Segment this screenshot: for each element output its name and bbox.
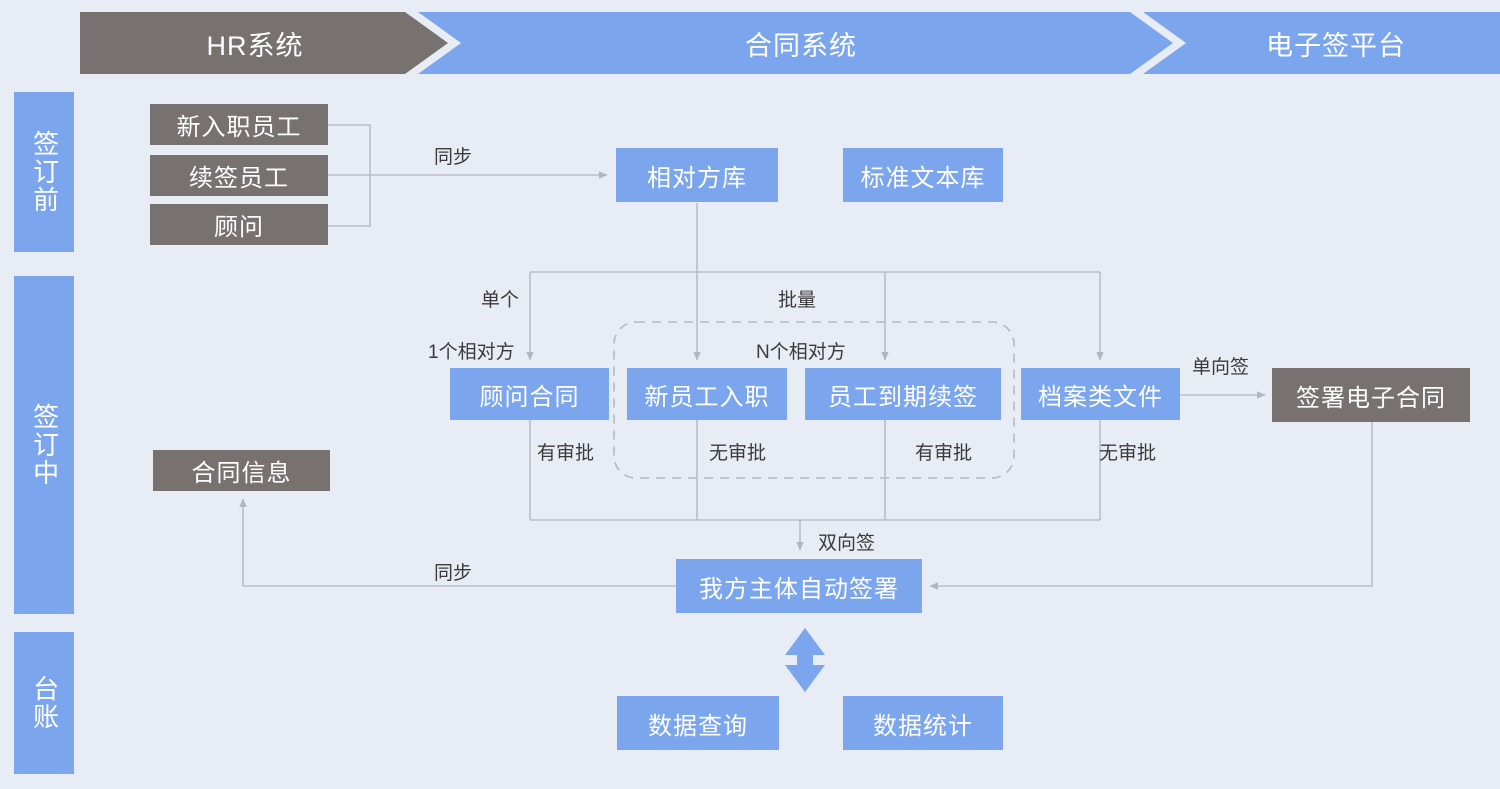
node-counterparty-library[interactable]: 相对方库: [616, 148, 778, 202]
node-data-query-label: 数据查询: [648, 712, 748, 740]
edge-label-approval-onboard: 无审批: [709, 443, 767, 464]
edge-label-one-way-sign: 单向签: [1192, 357, 1250, 378]
node-employee-renewal-label: 员工到期续签: [828, 383, 978, 411]
node-employee-renewal[interactable]: 员工到期续签: [805, 368, 1001, 420]
node-data-statistics[interactable]: 数据统计: [843, 696, 1003, 750]
node-renew-employee-label: 续签员工: [189, 165, 289, 192]
node-counterparty-library-label: 相对方库: [647, 164, 747, 192]
node-consultant-contract[interactable]: 顾问合同: [450, 368, 609, 420]
node-standard-text-library[interactable]: 标准文本库: [843, 148, 1003, 202]
node-sign-e-contract[interactable]: 签署电子合同: [1272, 368, 1470, 422]
banner-hr-system-label: HR系统: [206, 30, 304, 61]
edge-label-n-counterparty: N个相对方: [756, 342, 846, 363]
node-new-employee-onboard-label: 新员工入职: [644, 383, 770, 411]
node-archive-documents-label: 档案类文件: [1038, 383, 1163, 411]
node-standard-text-library-label: 标准文本库: [860, 164, 986, 192]
node-consultant[interactable]: 顾问: [150, 204, 328, 245]
banner-esign-platform[interactable]: 电子签平台: [1186, 12, 1486, 74]
phase-before-signing[interactable]: 签订前: [14, 92, 74, 252]
node-our-party-auto-sign-label: 我方主体自动签署: [699, 575, 899, 603]
node-renew-employee[interactable]: 续签员工: [150, 155, 328, 196]
node-archive-documents[interactable]: 档案类文件: [1021, 368, 1180, 420]
edge-label-approval-consultant: 有审批: [537, 443, 595, 464]
banner-contract-system-label: 合同系统: [745, 30, 857, 61]
edge-label-single: 单个: [481, 290, 520, 311]
double-arrow-icon: [785, 628, 825, 692]
node-contract-info[interactable]: 合同信息: [153, 450, 330, 491]
node-new-employee[interactable]: 新入职员工: [150, 104, 328, 145]
edge-label-two-way-sign: 双向签: [818, 533, 876, 554]
node-data-query[interactable]: 数据查询: [617, 696, 779, 750]
node-data-statistics-label: 数据统计: [873, 712, 973, 740]
node-sign-e-contract-label: 签署电子合同: [1296, 384, 1446, 412]
node-our-party-auto-sign[interactable]: 我方主体自动签署: [676, 559, 922, 613]
node-consultant-label: 顾问: [214, 214, 264, 241]
edge-label-approval-renewal: 有审批: [915, 443, 973, 464]
phase-during-signing-label: 签订中: [29, 403, 60, 487]
banner-contract-system[interactable]: 合同系统: [461, 12, 1141, 74]
edge-label-approval-archive: 无审批: [1099, 443, 1157, 464]
phase-ledger[interactable]: 台账: [14, 632, 74, 774]
edge-label-sync-bottom: 同步: [434, 563, 473, 584]
phase-before-signing-label: 签订前: [29, 130, 60, 214]
node-new-employee-label: 新入职员工: [176, 114, 302, 141]
edge-label-sync-top: 同步: [434, 147, 473, 168]
phase-ledger-label: 台账: [29, 675, 60, 731]
node-new-employee-onboard[interactable]: 新员工入职: [627, 368, 787, 420]
banner-hr-system[interactable]: HR系统: [80, 12, 430, 74]
phase-during-signing[interactable]: 签订中: [14, 276, 74, 614]
node-consultant-contract-label: 顾问合同: [479, 383, 580, 411]
edge-label-batch: 批量: [778, 290, 817, 311]
node-contract-info-label: 合同信息: [191, 460, 292, 487]
edge-label-one-counterparty: 1个相对方: [428, 342, 515, 363]
banner-esign-platform-label: 电子签平台: [1266, 30, 1406, 61]
